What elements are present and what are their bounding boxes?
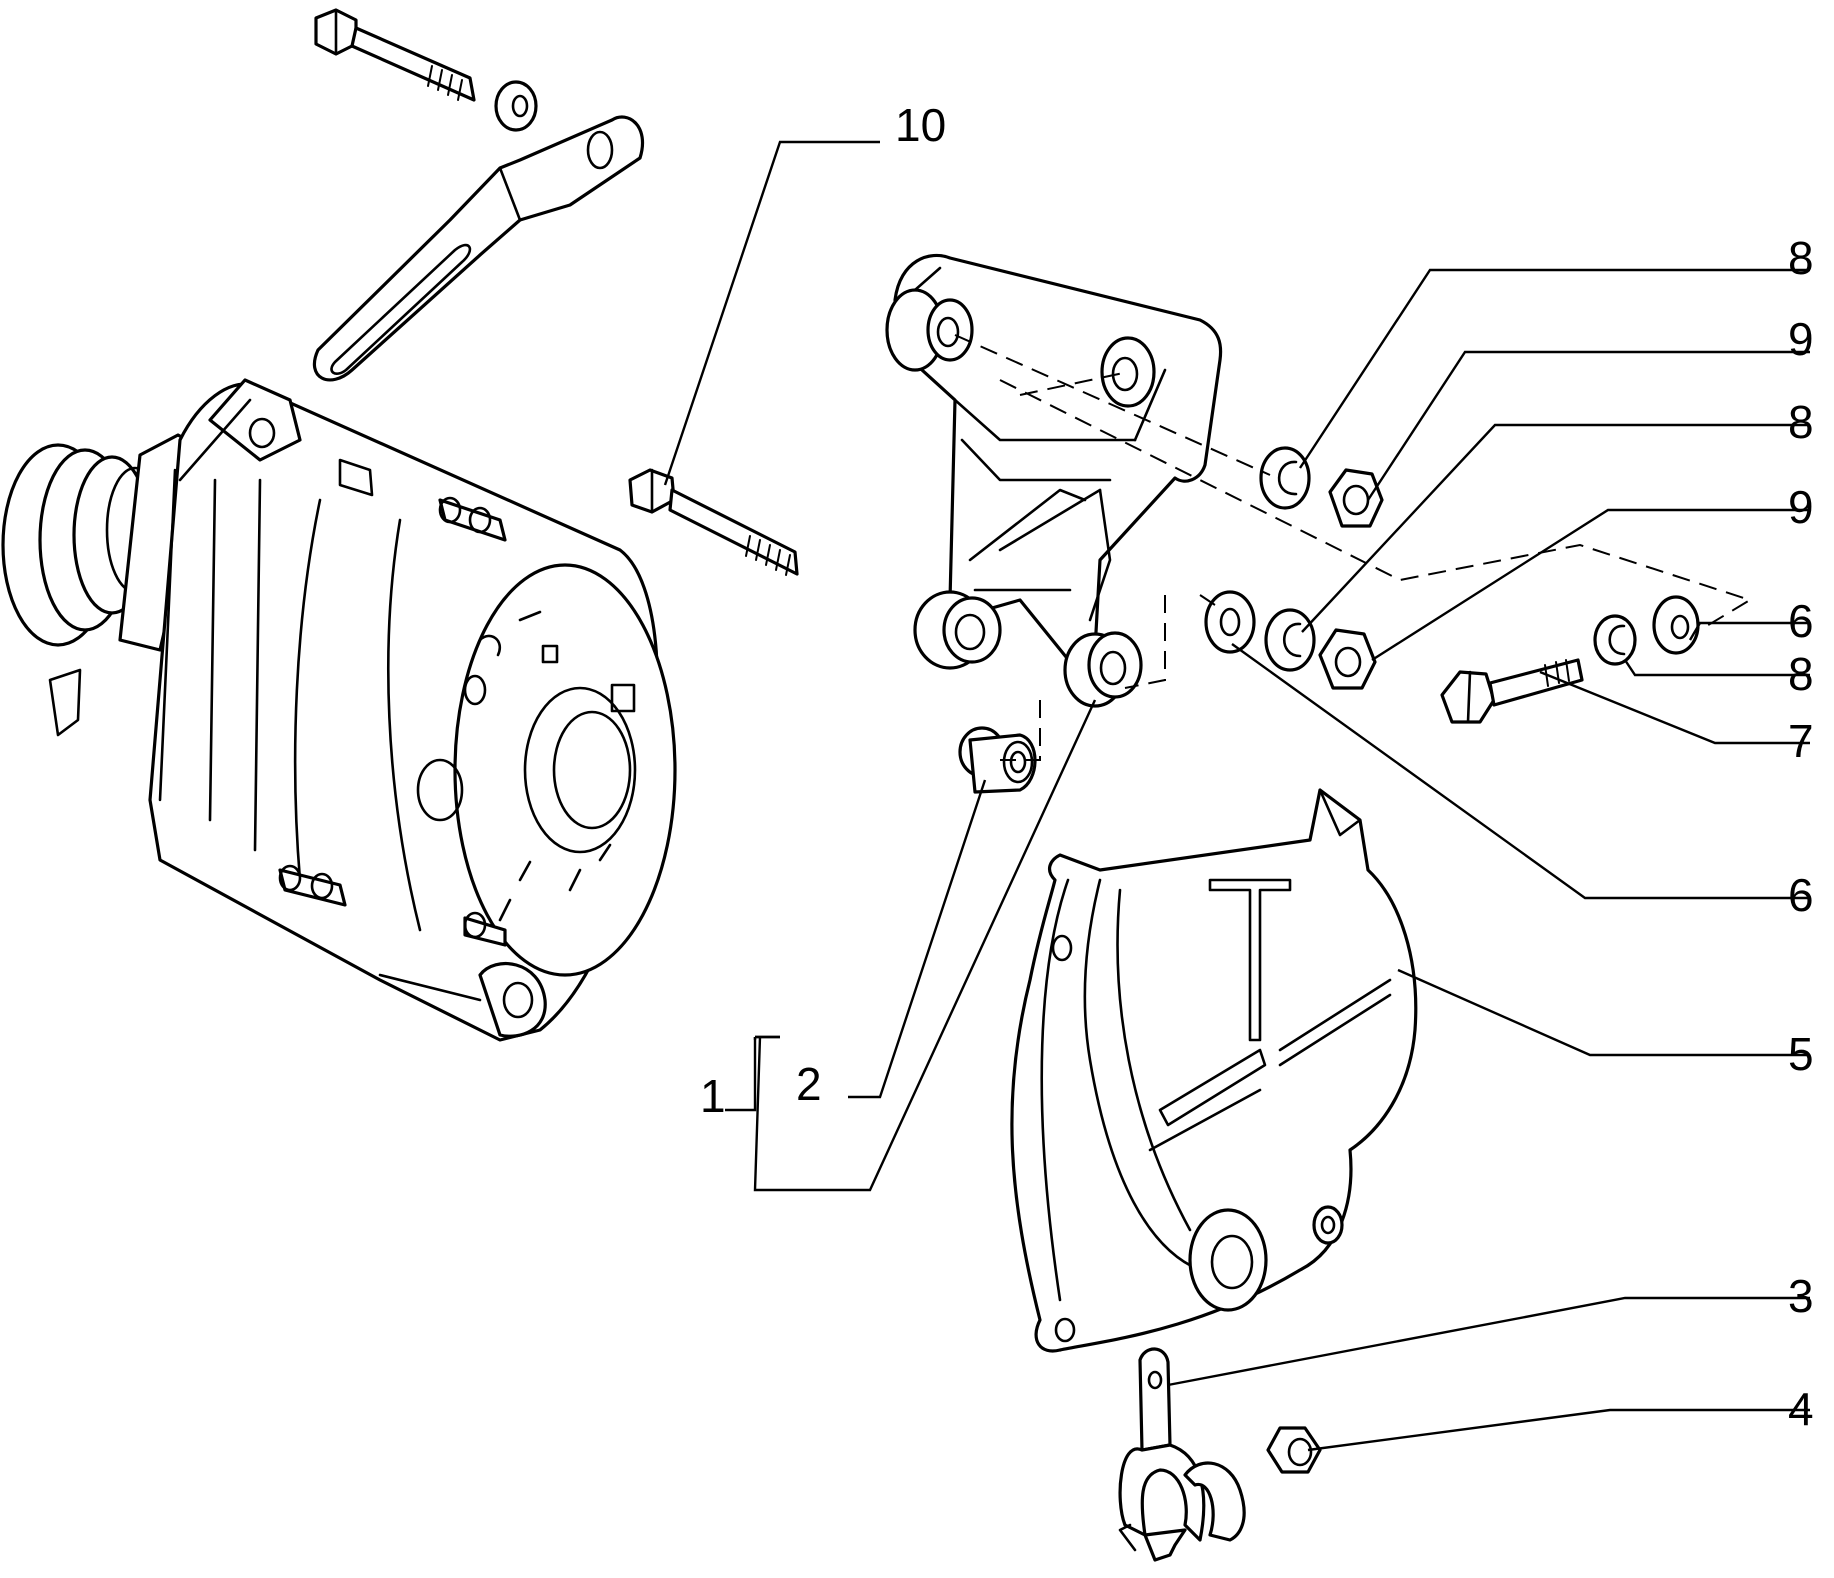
bolt-10 bbox=[628, 468, 799, 576]
leader-lines bbox=[663, 140, 1810, 1452]
alternator bbox=[1, 378, 677, 1042]
spacer-bush-2 bbox=[958, 726, 1037, 794]
assembly-centerlines bbox=[954, 334, 1753, 761]
callout-7: 7 bbox=[1788, 715, 1814, 767]
spring-washer-8-top bbox=[1259, 446, 1311, 510]
callout-6-top: 6 bbox=[1788, 595, 1814, 647]
spring-washer-8-middle bbox=[1264, 608, 1316, 672]
callout-5: 5 bbox=[1788, 1028, 1814, 1080]
callout-1: 1 bbox=[700, 1070, 726, 1122]
callout-8-lower: 8 bbox=[1788, 648, 1814, 700]
belt-cover bbox=[1010, 788, 1418, 1353]
support-bracket bbox=[885, 253, 1223, 708]
bolt-7 bbox=[1440, 658, 1584, 724]
callout-6-bottom: 6 bbox=[1788, 869, 1814, 921]
callout-3: 3 bbox=[1788, 1270, 1814, 1322]
spring-washer-8-lower bbox=[1593, 614, 1637, 666]
flat-washer-6-top bbox=[1652, 595, 1700, 655]
callout-9-middle: 9 bbox=[1788, 481, 1814, 533]
flat-washer-6-middle bbox=[1204, 590, 1256, 654]
pipe-clamp-3 bbox=[1118, 1347, 1246, 1562]
washer-top bbox=[494, 80, 538, 132]
callout-9-top: 9 bbox=[1788, 313, 1814, 365]
callout-4: 4 bbox=[1788, 1383, 1814, 1435]
nut-9-middle bbox=[1318, 628, 1377, 690]
callout-labels: 10 8 9 8 9 6 8 7 6 5 1 2 3 4 bbox=[700, 99, 1814, 1435]
callout-2: 2 bbox=[796, 1058, 822, 1110]
callout-8-middle: 8 bbox=[1788, 396, 1814, 448]
adjuster-bolt-top bbox=[314, 8, 476, 102]
nut-4 bbox=[1266, 1426, 1322, 1474]
adjusting-bracket bbox=[312, 115, 644, 382]
callout-10: 10 bbox=[895, 99, 946, 151]
callout-8-top: 8 bbox=[1788, 232, 1814, 284]
nut-9-top bbox=[1328, 468, 1384, 528]
